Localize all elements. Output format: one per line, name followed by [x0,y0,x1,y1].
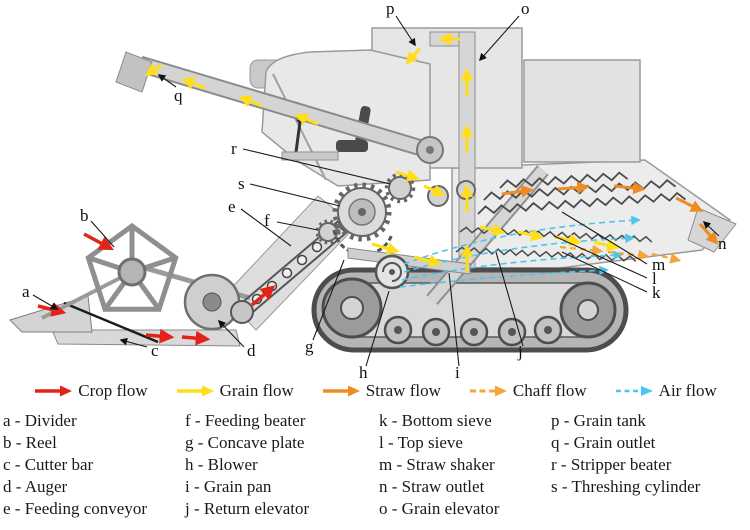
label-e: e [228,197,236,216]
legend-item-air-flow: Air flow [614,381,717,401]
label-o: o [521,0,530,18]
part-item-q: q - Grain outlet [551,433,656,452]
chaff-flow-arrow-icon [469,385,507,397]
part-item-a: a - Divider [3,411,77,430]
label-c: c [151,341,159,360]
bottom-sieve-shape [455,246,637,262]
label-s: s [238,174,245,193]
parts-column-2: f - Feeding beater g - Concave plate h -… [185,410,379,520]
feeding-beater-shape [318,222,338,242]
legend-label-crop: Crop flow [78,381,148,400]
label-f: f [264,211,270,230]
part-item-f: f - Feeding beater [185,411,306,430]
part-item-p: p - Grain tank [551,411,646,430]
outlet-spout [115,51,153,93]
track-assembly [311,267,629,353]
part-item-o: o - Grain elevator [379,499,500,518]
flow-legend: Crop flow Grain flow Straw flow Chaff fl… [0,378,750,404]
straw-flow-arrows [501,181,719,245]
label-m: m [652,255,665,274]
legend-label-chaff: Chaff flow [512,381,587,400]
chaff-flow-arrows [559,244,682,264]
label-h: h [359,363,368,380]
stripper-beater-shape [388,176,412,200]
part-item-l: l - Top sieve [379,433,463,452]
legend-item-grain-flow: Grain flow [175,381,294,401]
part-item-r: r - Stripper beater [551,455,672,474]
parts-column-1: a - Divider b - Reel c - Cutter bar d - … [3,410,185,520]
part-item-n: n - Straw outlet [379,477,485,496]
part-item-e: e - Feeding conveyor [3,499,147,518]
part-item-m: m - Straw shaker [379,455,495,474]
grain-flow-arrow-icon [176,385,214,397]
part-item-h: h - Blower [185,455,258,474]
label-k: k [652,283,661,302]
legend-label-grain: Grain flow [219,381,294,400]
blower-shape [374,254,410,290]
combine-diagram: a b c d e f g h i j k l m n o p q r s [9,0,737,380]
label-n: n [718,234,727,253]
header-assembly [9,222,251,347]
label-l: l [652,269,657,288]
label-a: a [22,282,30,301]
legend-item-straw-flow: Straw flow [321,381,441,401]
parts-column-3: k - Bottom sieve l - Top sieve m - Straw… [379,410,551,520]
label-b: b [80,206,89,225]
part-item-b: b - Reel [3,433,57,452]
grain-flow-arrows [144,32,620,272]
crop-flow-arrow-icon [35,385,73,397]
part-item-g: g - Concave plate [185,433,305,452]
label-g: g [305,337,314,356]
parts-column-4: p - Grain tank q - Grain outlet r - Stri… [551,410,749,520]
part-item-i: i - Grain pan [185,477,272,496]
legend-label-air: Air flow [658,381,717,400]
air-flow-arrow-icon [615,386,653,396]
part-item-k: k - Bottom sieve [379,411,492,430]
part-item-j: j - Return elevator [185,499,310,518]
part-item-d: d - Auger [3,477,68,496]
legend-label-straw: Straw flow [365,381,441,400]
label-r: r [231,139,237,158]
straw-flow-arrow-icon [322,385,360,397]
parts-list: a - Divider b - Reel c - Cutter bar d - … [0,404,750,520]
label-i: i [455,363,460,380]
legend-item-crop-flow: Crop flow [33,381,148,401]
part-item-s: s - Threshing cylinder [551,477,701,496]
legend-item-chaff-flow: Chaff flow [468,381,587,401]
label-j: j [517,342,523,361]
rear-box-shape [523,59,641,163]
label-d: d [247,341,256,360]
label-q: q [174,86,183,105]
diagram-part-labels: a b c d e f g h i j k l m n o p q r s [22,0,727,380]
label-p: p [386,0,395,18]
part-item-c: c - Cutter bar [3,455,94,474]
leader-lines [32,15,720,367]
